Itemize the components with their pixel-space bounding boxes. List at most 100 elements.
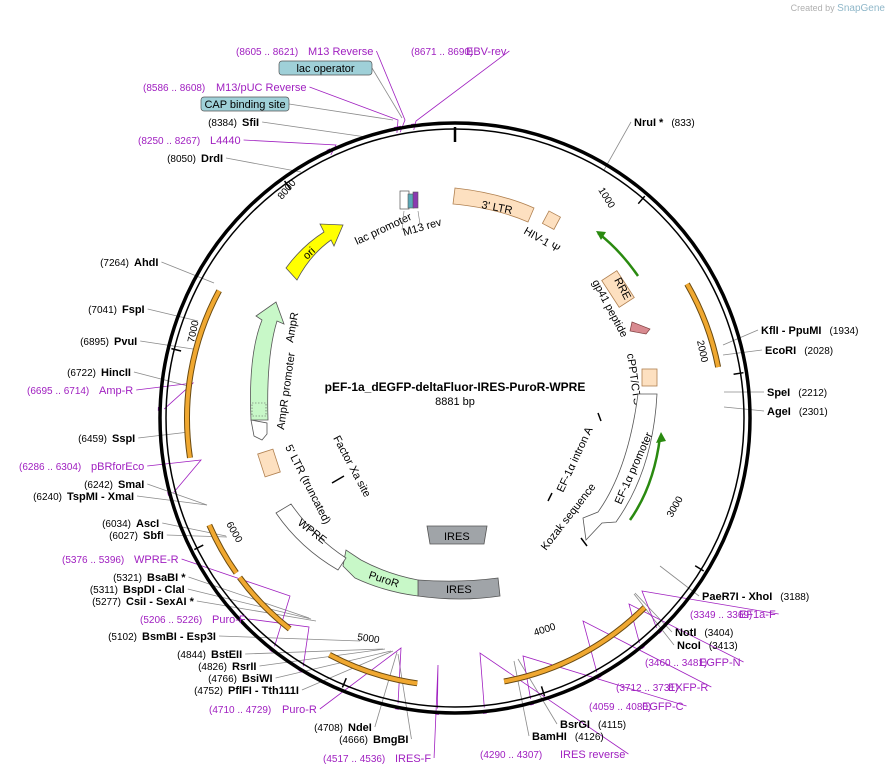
primer-site-wpre-r[interactable]: (5376 .. 5396)WPRE-R (62, 554, 179, 566)
enzyme-position: (6027) (109, 531, 138, 542)
leader-lines (133, 50, 779, 759)
primer-site-amp-r[interactable]: (6695 .. 6714)Amp-R (27, 385, 133, 397)
feature-ori[interactable] (285, 223, 344, 281)
tick-mark-1000 (637, 195, 646, 205)
feature-hiv-psi[interactable] (541, 210, 562, 231)
enzyme-site-bsteii[interactable]: BstEII(4844) (177, 649, 242, 661)
enzyme-name: AscI (136, 518, 159, 530)
enzyme-site-spei[interactable]: SpeI (2212) (767, 387, 827, 399)
leader-sspi (138, 431, 190, 439)
primer-range: (6286 .. 6304) (19, 462, 81, 473)
enzyme-site-pflfi-tth111i[interactable]: PflFI - Tth111I(4752) (194, 685, 299, 697)
primer-site-puro-f[interactable]: (5206 .. 5226)Puro-F (140, 614, 246, 626)
enzyme-site-bsrgi[interactable]: BsrGI(4115) (560, 719, 626, 731)
feature-5ltr[interactable] (257, 448, 281, 478)
primer-range: (3349 .. 3369) (690, 610, 752, 621)
tick-mark-7000 (171, 347, 182, 352)
feature-rre[interactable] (601, 270, 635, 308)
primer-leader-m13-puc-reverse (309, 86, 399, 133)
leader-bamhi (513, 660, 530, 737)
primer-site-puro-r[interactable]: (4710 .. 4729)Puro-R (209, 704, 317, 716)
enzyme-site-agei[interactable]: AgeI(2301) (767, 406, 828, 418)
primer-site-m13-puc-reverse[interactable]: (8586 .. 8608)M13/pUC Reverse (143, 82, 306, 94)
feature-ires-inner[interactable] (426, 525, 488, 545)
enzyme-site-drdi[interactable]: DrdI(8050) (167, 153, 223, 165)
primer-site-ef1a-f[interactable]: (3349 .. 3369)EF1a-F (690, 609, 776, 621)
primer-name: Amp-R (99, 385, 133, 397)
enzyme-position: (4666) (339, 735, 368, 746)
leader-rsrii (259, 648, 386, 667)
primer-site-exfp-r[interactable]: (3712 .. 3731)EXFP-R (616, 682, 708, 694)
backbone-outer (158, 121, 752, 715)
enzyme-site-ndei[interactable]: NdeI(4708) (314, 722, 372, 734)
enzyme-site-ncoi[interactable]: NcoI(3413) (677, 640, 738, 652)
enzyme-site-csii-sexai[interactable]: CsiI - SexAI *(5277) (92, 596, 194, 608)
enzyme-name: BsmBI - Esp3I (142, 631, 216, 643)
feature-ef1a-promoter[interactable] (582, 393, 658, 541)
primer-site-ires-reverse[interactable]: (4290 .. 4307)IRES reverse (480, 749, 625, 761)
enzyme-site-smai[interactable]: SmaI(6242) (84, 479, 144, 491)
boxed-leader-cap-binding-site (288, 103, 394, 121)
orf-arc-2 (503, 606, 646, 684)
enzyme-site-kfli-ppumi[interactable]: KflI - PpuMI(1934) (761, 325, 858, 337)
enzyme-site-paer7i-xhoi[interactable]: PaeR7I - XhoI(3188) (702, 591, 809, 603)
primer-site-l4440[interactable]: (8250 .. 8267)L4440 (138, 135, 241, 147)
enzyme-site-hincii[interactable]: HincII(6722) (67, 367, 131, 379)
boxed-feature-label: lac operator (296, 63, 354, 75)
primer-range: (3460 .. 3481) (645, 658, 707, 669)
primer-leader-puro-f (248, 618, 310, 667)
enzyme-site-sfii[interactable]: SfiI(8384) (208, 117, 259, 129)
enzyme-position: (833) (671, 118, 694, 129)
primer-site-pbrforeco[interactable]: (6286 .. 6304)pBRforEco (19, 461, 144, 473)
enzyme-site-pvui[interactable]: PvuI(6895) (80, 336, 137, 348)
primer-range: (3712 .. 3731) (616, 683, 678, 694)
enzyme-position: (3188) (780, 592, 809, 603)
enzyme-site-bsabi[interactable]: BsaBI *(5321) (113, 572, 186, 584)
tick-label-3000: 3000 (665, 494, 686, 519)
enzyme-site-bsmbi-esp3i[interactable]: BsmBI - Esp3I(5102) (108, 631, 216, 643)
enzyme-site-ahdi[interactable]: AhdI(7264) (100, 257, 158, 269)
feature-gp41-peptide[interactable] (629, 321, 651, 335)
enzyme-site-rsrii[interactable]: RsrII(4826) (198, 661, 256, 673)
enzyme-site-asci[interactable]: AscI(6034) (102, 518, 159, 530)
enzyme-position: (5321) (113, 573, 142, 584)
feature-cppt[interactable] (641, 368, 658, 387)
primer-site-m13-reverse[interactable]: (8605 .. 8621)M13 Reverse (236, 46, 373, 58)
enzyme-position: (2212) (798, 388, 827, 399)
enzyme-name: SpeI (767, 387, 790, 399)
enzyme-site-ecori[interactable]: EcoRI(2028) (765, 345, 833, 357)
enzyme-site-sspi[interactable]: SspI(6459) (78, 433, 135, 445)
label-ampr-promoter: AmpR promoter (275, 352, 298, 431)
feature-3ltr[interactable] (452, 187, 535, 223)
primer-site-egfp-n[interactable]: (3460 .. 3481)EGFP-N (645, 657, 741, 669)
enzyme-site-nrui[interactable]: NruI *(833) (634, 117, 695, 129)
enzyme-site-bsiwi[interactable]: BsiWI(4766) (208, 673, 272, 685)
enzyme-name: NdeI (348, 722, 372, 734)
enzyme-site-bspdi-clai[interactable]: BspDI - ClaI(5311) (90, 584, 185, 596)
primer-site-ires-f[interactable]: (4517 .. 4536)IRES-F (323, 753, 431, 765)
enzyme-site-bmgbi[interactable]: BmgBI(4666) (339, 734, 408, 746)
feature-ampr-promoter[interactable] (250, 419, 268, 441)
feature-lac-promoter[interactable] (399, 190, 410, 210)
factor-xa-mark (331, 475, 345, 484)
enzyme-site-noti[interactable]: NotI(3404) (675, 627, 733, 639)
primer-site-egfp-c[interactable]: (4059 .. 4080)EGFP-C (589, 701, 684, 713)
feature-puror[interactable] (342, 549, 419, 597)
tick-label-5000: 5000 (357, 632, 381, 646)
enzyme-name: FspI (122, 304, 145, 316)
lac-promoter-leader (401, 210, 405, 231)
enzyme-site-tspmi-xmai[interactable]: TspMI - XmaI(6240) (33, 491, 134, 503)
feature-ampr[interactable] (250, 301, 285, 421)
enzyme-site-fspi[interactable]: FspI(7041) (88, 304, 145, 316)
primer-leader-l4440 (243, 139, 337, 155)
primer-name: Puro-F (212, 614, 246, 626)
enzyme-site-bamhi[interactable]: BamHI(4126) (532, 731, 604, 743)
boxed-feature-lac-operator[interactable]: lac operator (278, 60, 373, 76)
primer-name: M13 Reverse (308, 46, 373, 58)
boxed-feature-cap-binding-site[interactable]: CAP binding site (200, 96, 290, 112)
kozak-mark (580, 537, 588, 547)
feature-wpre[interactable] (275, 503, 347, 571)
feature-ires-outer[interactable] (417, 577, 501, 600)
enzyme-site-sbfi[interactable]: SbfI(6027) (109, 530, 164, 542)
primer-site-ebv-rev[interactable]: (8671 .. 8690)EBV-rev (411, 46, 507, 58)
